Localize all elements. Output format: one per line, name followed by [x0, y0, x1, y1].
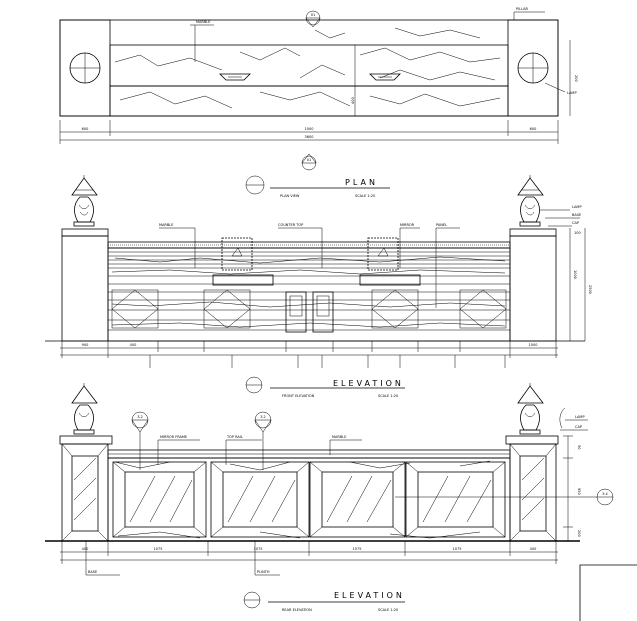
diamond-panels	[111, 289, 507, 329]
elev-a-dim-l2: 400	[130, 343, 137, 347]
lamp-left-b-icon	[71, 383, 98, 435]
plan-dim-left: 600	[82, 127, 89, 131]
svg-text:PLAN VIEW: PLAN VIEW	[280, 194, 300, 198]
svg-text:PILLAR: PILLAR	[516, 7, 529, 11]
elev-a-dim-l1: 900	[82, 343, 89, 347]
svg-text:1000: 1000	[529, 343, 538, 347]
elev-b-dim-b3: 1075	[254, 547, 263, 551]
plan-view: MARBLE PILLAR LAMP 01 200 400 600 1000 6…	[59, 7, 578, 171]
elev-b-dim-b6: 400	[530, 547, 537, 551]
elevation-b: 3.2 3.2 3.4 MIRROR FRAME TOP RAIL MARB	[45, 383, 614, 576]
svg-text:CAP: CAP	[575, 425, 582, 429]
svg-text:MARBLE: MARBLE	[332, 435, 346, 439]
right-pillar-elev	[509, 235, 557, 342]
lamp-right-b-icon	[517, 383, 544, 435]
section-callout-3-icon: 3.4	[395, 488, 614, 506]
elev-b-dim-b2: 1075	[154, 547, 163, 551]
svg-text:FRONT ELEVATION: FRONT ELEVATION	[282, 394, 315, 398]
center-door-right	[312, 291, 334, 333]
svg-text:CAP: CAP	[572, 221, 579, 225]
elevation-b-title-block: ELEVATION REAR ELEVATION SCALE 1:20	[243, 591, 405, 612]
mirror-left-icon	[221, 237, 253, 271]
svg-text:MARBLE: MARBLE	[159, 223, 173, 227]
mirror-panel-2	[210, 461, 310, 538]
mirror-right-icon	[367, 237, 399, 271]
svg-text:MIRROR FRAME: MIRROR FRAME	[160, 435, 187, 439]
plan-dim-right: 600	[530, 127, 537, 131]
title-block-frame	[579, 564, 637, 621]
svg-text:SCALE 1:20: SCALE 1:20	[378, 394, 398, 398]
elev-b-dim-r1: 50	[577, 445, 581, 449]
elev-b-dim-r2: 950	[577, 488, 581, 495]
elev-a-dim-r3: 100	[574, 231, 581, 235]
svg-text:3.2: 3.2	[260, 415, 266, 419]
svg-text:LAMP: LAMP	[567, 91, 577, 95]
plan-title: PLAN	[345, 178, 378, 187]
svg-text:BASE: BASE	[572, 213, 581, 217]
svg-text:LAMP: LAMP	[575, 415, 585, 419]
svg-text:SCALE 1:20: SCALE 1:20	[355, 194, 375, 198]
section-callout-2-icon: 3.2	[254, 411, 272, 470]
left-pillar-elev	[61, 235, 109, 342]
svg-text:3.4: 3.4	[602, 492, 608, 496]
section-callout-1-icon: 3.2	[131, 411, 149, 470]
svg-text:PLINTH: PLINTH	[257, 570, 270, 574]
elevation-b-title: ELEVATION	[334, 591, 405, 600]
svg-text:400: 400	[351, 97, 355, 104]
elevation-a: MARBLE COUNTER TOP MIRROR PANEL LAMP BAS…	[45, 175, 592, 368]
center-door-left	[285, 291, 307, 333]
elevation-a-title: ELEVATION	[333, 379, 404, 388]
elevation-a-title-block: ELEVATION FRONT ELEVATION SCALE 1:20	[245, 376, 405, 398]
plan-dim-total: 3600	[305, 135, 314, 139]
svg-text:01: 01	[307, 158, 311, 162]
elev-b-dim-b4: 1075	[353, 547, 362, 551]
svg-text:MARBLE: MARBLE	[196, 20, 210, 24]
plan-dim-depth: 200	[574, 75, 578, 82]
elev-a-dim-r2: 2500	[588, 285, 592, 294]
elev-b-dim-b1: 400	[82, 547, 89, 551]
elev-b-dim-r3: 200	[577, 530, 581, 537]
svg-text:COUNTER TOP: COUNTER TOP	[278, 223, 303, 227]
svg-text:REAR ELEVATION: REAR ELEVATION	[282, 608, 312, 612]
plan-dim-mid: 1000	[305, 127, 314, 131]
svg-text:3.2: 3.2	[137, 415, 143, 419]
svg-text:BASE: BASE	[88, 570, 97, 574]
elev-b-dim-b5: 1075	[453, 547, 462, 551]
svg-text:LAMP: LAMP	[572, 205, 582, 209]
mirror-panel-3	[309, 461, 406, 538]
plan-title-block: PLAN PLAN VIEW SCALE 1:20	[245, 175, 390, 198]
mirror-panel-1	[112, 461, 207, 538]
mirror-panel-4	[405, 461, 506, 538]
svg-text:MIRROR: MIRROR	[400, 223, 415, 227]
plan-callout-top: 01	[311, 13, 315, 17]
elev-a-dim-r1: 1000	[573, 270, 577, 279]
svg-text:PANEL: PANEL	[436, 223, 447, 227]
svg-text:SCALE 1:20: SCALE 1:20	[378, 608, 398, 612]
lamp-right-icon	[517, 175, 544, 227]
lamp-left-icon	[71, 175, 98, 227]
svg-text:TOP RAIL: TOP RAIL	[226, 435, 243, 439]
